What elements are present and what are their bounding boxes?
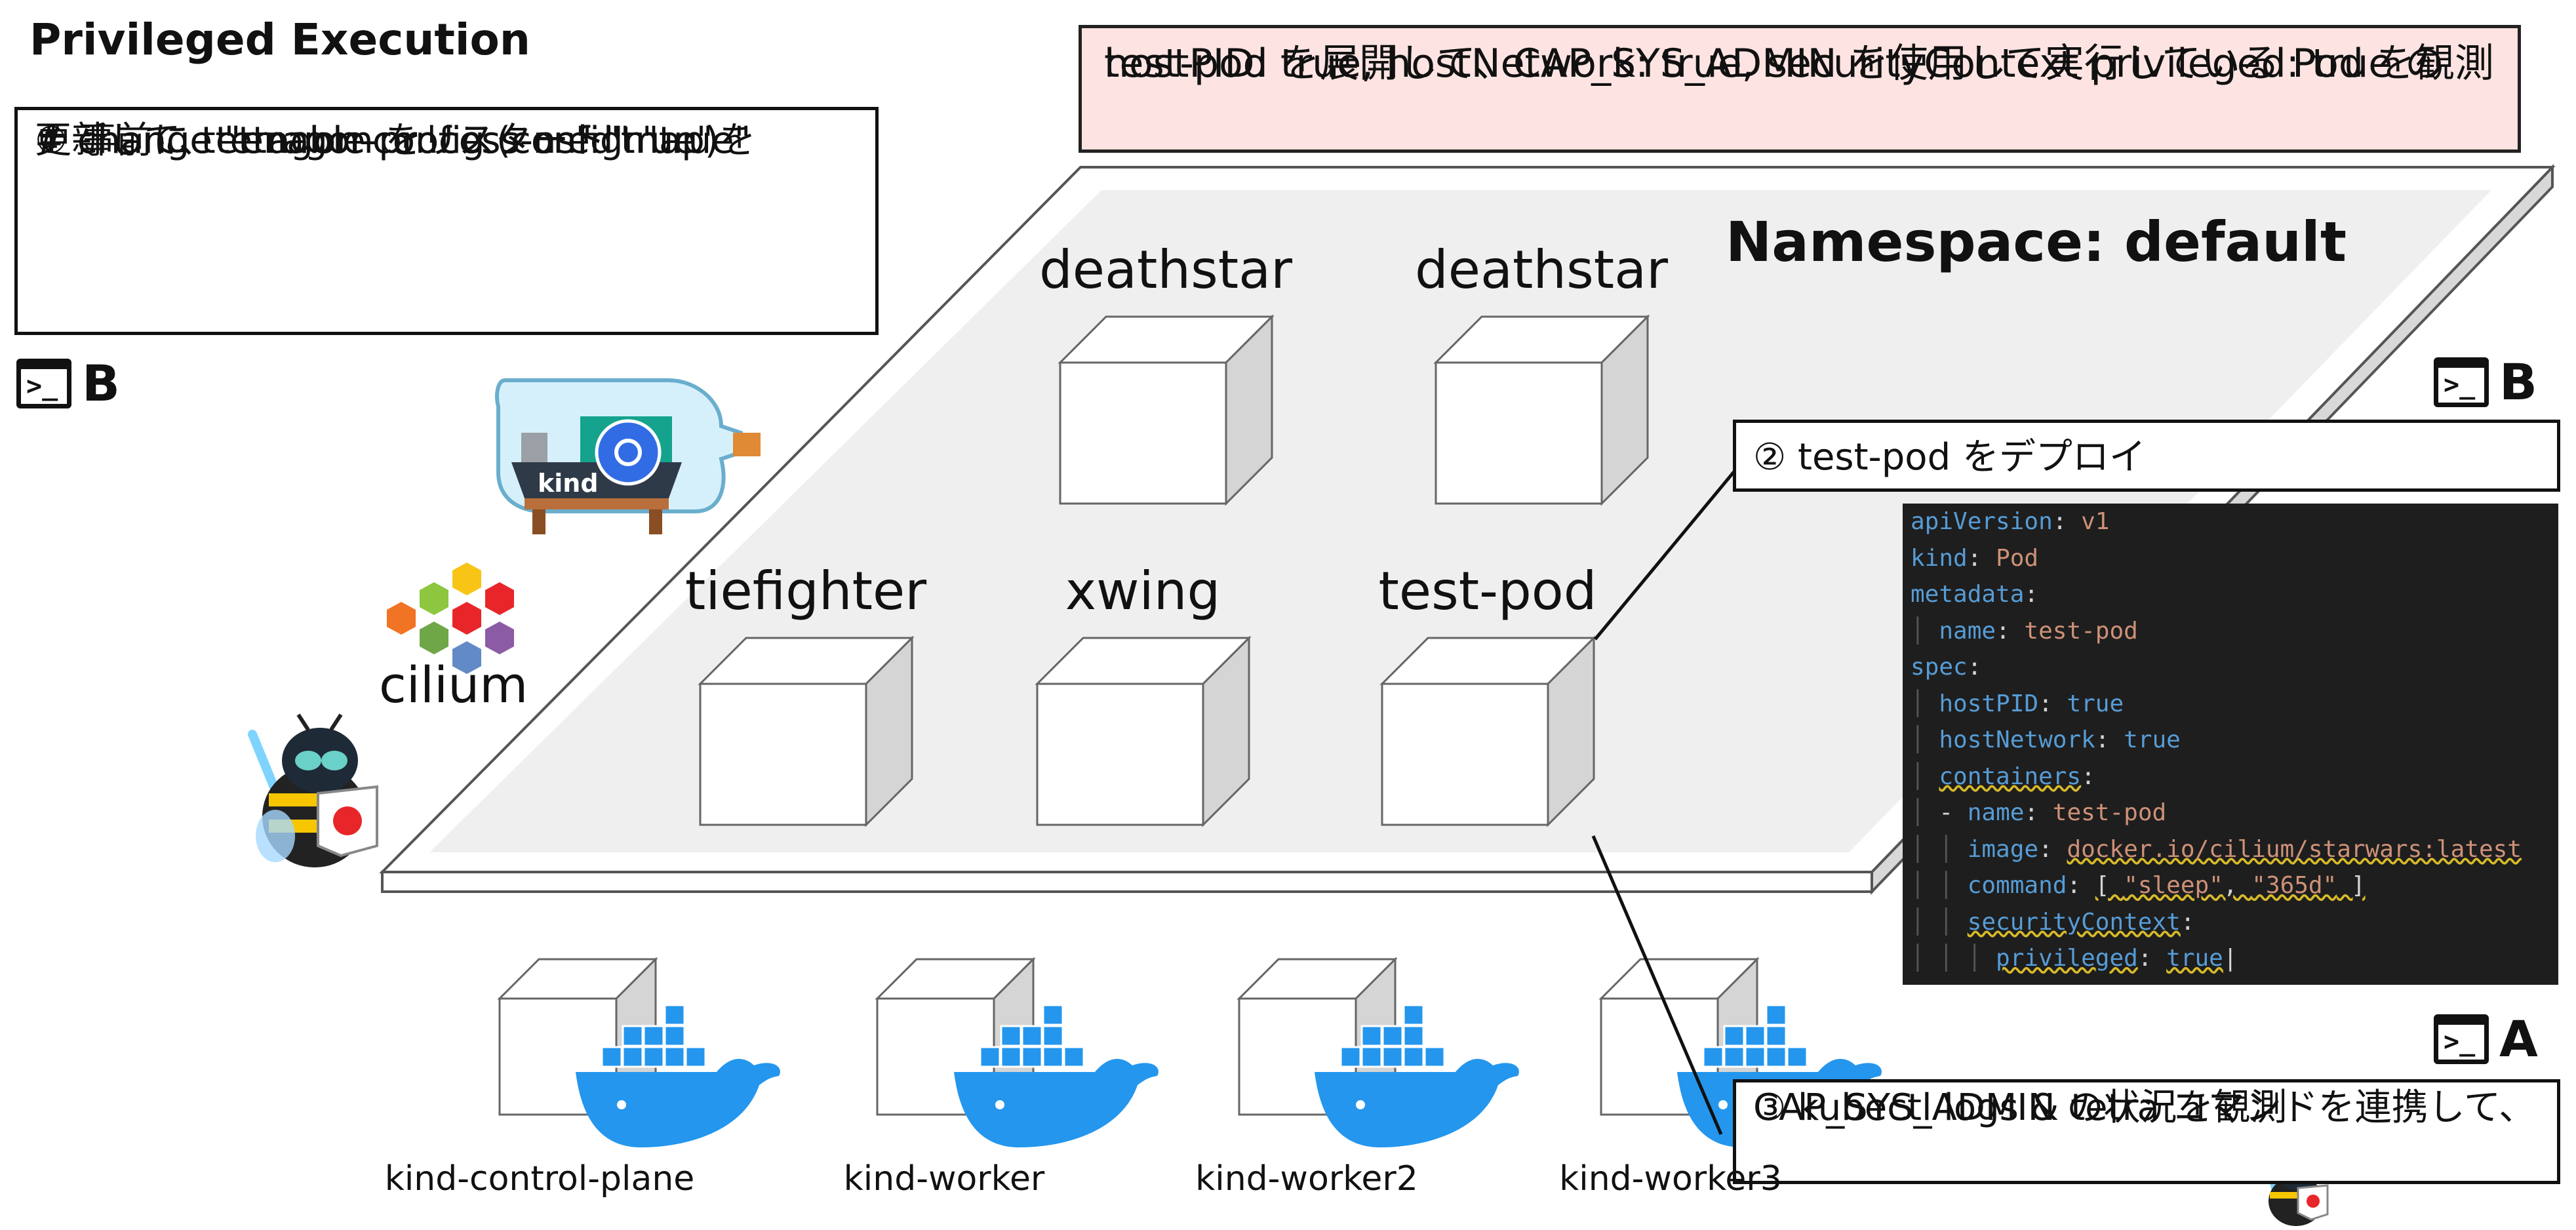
step-1-line-1: ① 事前に tetragon-config (configmap)を: [35, 119, 756, 162]
terminal-icon: >_: [2434, 357, 2489, 407]
cilium-logo-text: cilium: [379, 656, 528, 714]
code-line: │ │ image: docker.io/cilium/starwars:lat…: [1911, 835, 2522, 863]
pod-label-deathstar-2: deathstar: [1414, 239, 1669, 300]
terminal-label: B: [2499, 353, 2537, 411]
step-2-line: ② test-pod をデプロイ: [1753, 436, 2146, 479]
cilium-logo: [387, 563, 514, 674]
code-line: │ │ │ privileged: true|: [1911, 945, 2238, 972]
connector-line-note3: [1591, 835, 1723, 1135]
code-line: metadata:: [1911, 581, 2039, 608]
bee-mascot-icon: [248, 713, 378, 867]
terminal-badge-right-bottom: >_ A: [2434, 1010, 2538, 1068]
node-label-kind-control-plane: kind-control-plane: [384, 1159, 695, 1199]
page-title: Privileged Execution: [30, 14, 530, 65]
top-note-line-1: hostPID: true, hostNetwork: true, securi…: [1104, 41, 2445, 87]
terminal-badge-right-top: >_ B: [2434, 353, 2537, 411]
step-2-note: ② test-pod をデプロイ: [1733, 420, 2560, 492]
top-description-note: hostPID: true, hostNetwork: true, securi…: [1079, 25, 2521, 153]
pod-cube-xwing: [1035, 635, 1252, 827]
code-line: │ containers:: [1911, 763, 2095, 790]
terminal-badge-left: >_ B: [16, 354, 120, 412]
connector-line-note2: [1594, 454, 1749, 641]
code-line: │ │ securityContext:: [1911, 908, 2195, 936]
code-line: spec:: [1911, 654, 1982, 681]
kind-logo: kind: [495, 378, 761, 534]
code-line: │ hostNetwork: true: [1911, 726, 2181, 753]
terminal-label: B: [82, 354, 120, 412]
terminal-label: A: [2499, 1010, 2538, 1068]
code-line: │ │ command: [ "sleep", "365d" ]: [1911, 872, 2366, 899]
pod-label-test-pod: test-pod: [1378, 561, 1597, 622]
step-1-line-2: 更新して、tetragon をリスタート: [35, 119, 606, 162]
terminal-icon: >_: [2434, 1014, 2489, 1064]
pod-cube-test-pod: [1379, 635, 1596, 827]
kind-logo-text: kind: [538, 469, 599, 498]
namespace-label: Namespace: default: [1726, 210, 2347, 274]
pod-cube-tiefighter: [698, 635, 915, 827]
step-3-line-1: ③ kubectl logs & tetra コマンドを連携して、: [1753, 1086, 2536, 1129]
step-1-line-3: # change "enable-process-cred" "true": [35, 119, 751, 162]
top-note-line-2: test-pod を展開して、CAP_SYS_ADMIN を使用して実行している…: [1104, 41, 2495, 87]
code-line: apiVersion: v1: [1911, 508, 2110, 535]
step-1-note: ① 事前に tetragon-config (configmap)を 更新して、…: [14, 107, 879, 335]
pod-cube-deathstar-1: [1058, 314, 1275, 506]
pod-label-deathstar-1: deathstar: [1039, 239, 1293, 300]
pod-cube-deathstar-2: [1433, 314, 1650, 506]
code-line: │ hostPID: true: [1911, 690, 2124, 717]
code-line: kind: Pod: [1911, 544, 2039, 572]
code-line: │ - name: test-pod: [1911, 799, 2167, 826]
node-label-kind-worker2: kind-worker2: [1195, 1159, 1418, 1199]
pod-label-tiefighter: tiefighter: [684, 561, 927, 622]
pod-label-xwing: xwing: [1065, 561, 1221, 622]
code-line: │ name: test-pod: [1911, 617, 2138, 645]
terminal-icon: >_: [16, 358, 71, 408]
step-3-line-2: CAP_SYS_ADMIN の状況を観測: [1753, 1086, 2288, 1129]
step-3-note: ③ kubectl logs & tetra コマンドを連携して、 CAP_SY…: [1733, 1079, 2560, 1184]
node-label-kind-worker3: kind-worker3: [1559, 1159, 1782, 1199]
node-label-kind-worker: kind-worker: [843, 1159, 1045, 1199]
yaml-code-panel: apiVersion: v1 kind: Pod metadata: │ name: …: [1903, 504, 2558, 985]
step-1-line-4: # change "enable-process-ns" "true": [35, 119, 713, 162]
